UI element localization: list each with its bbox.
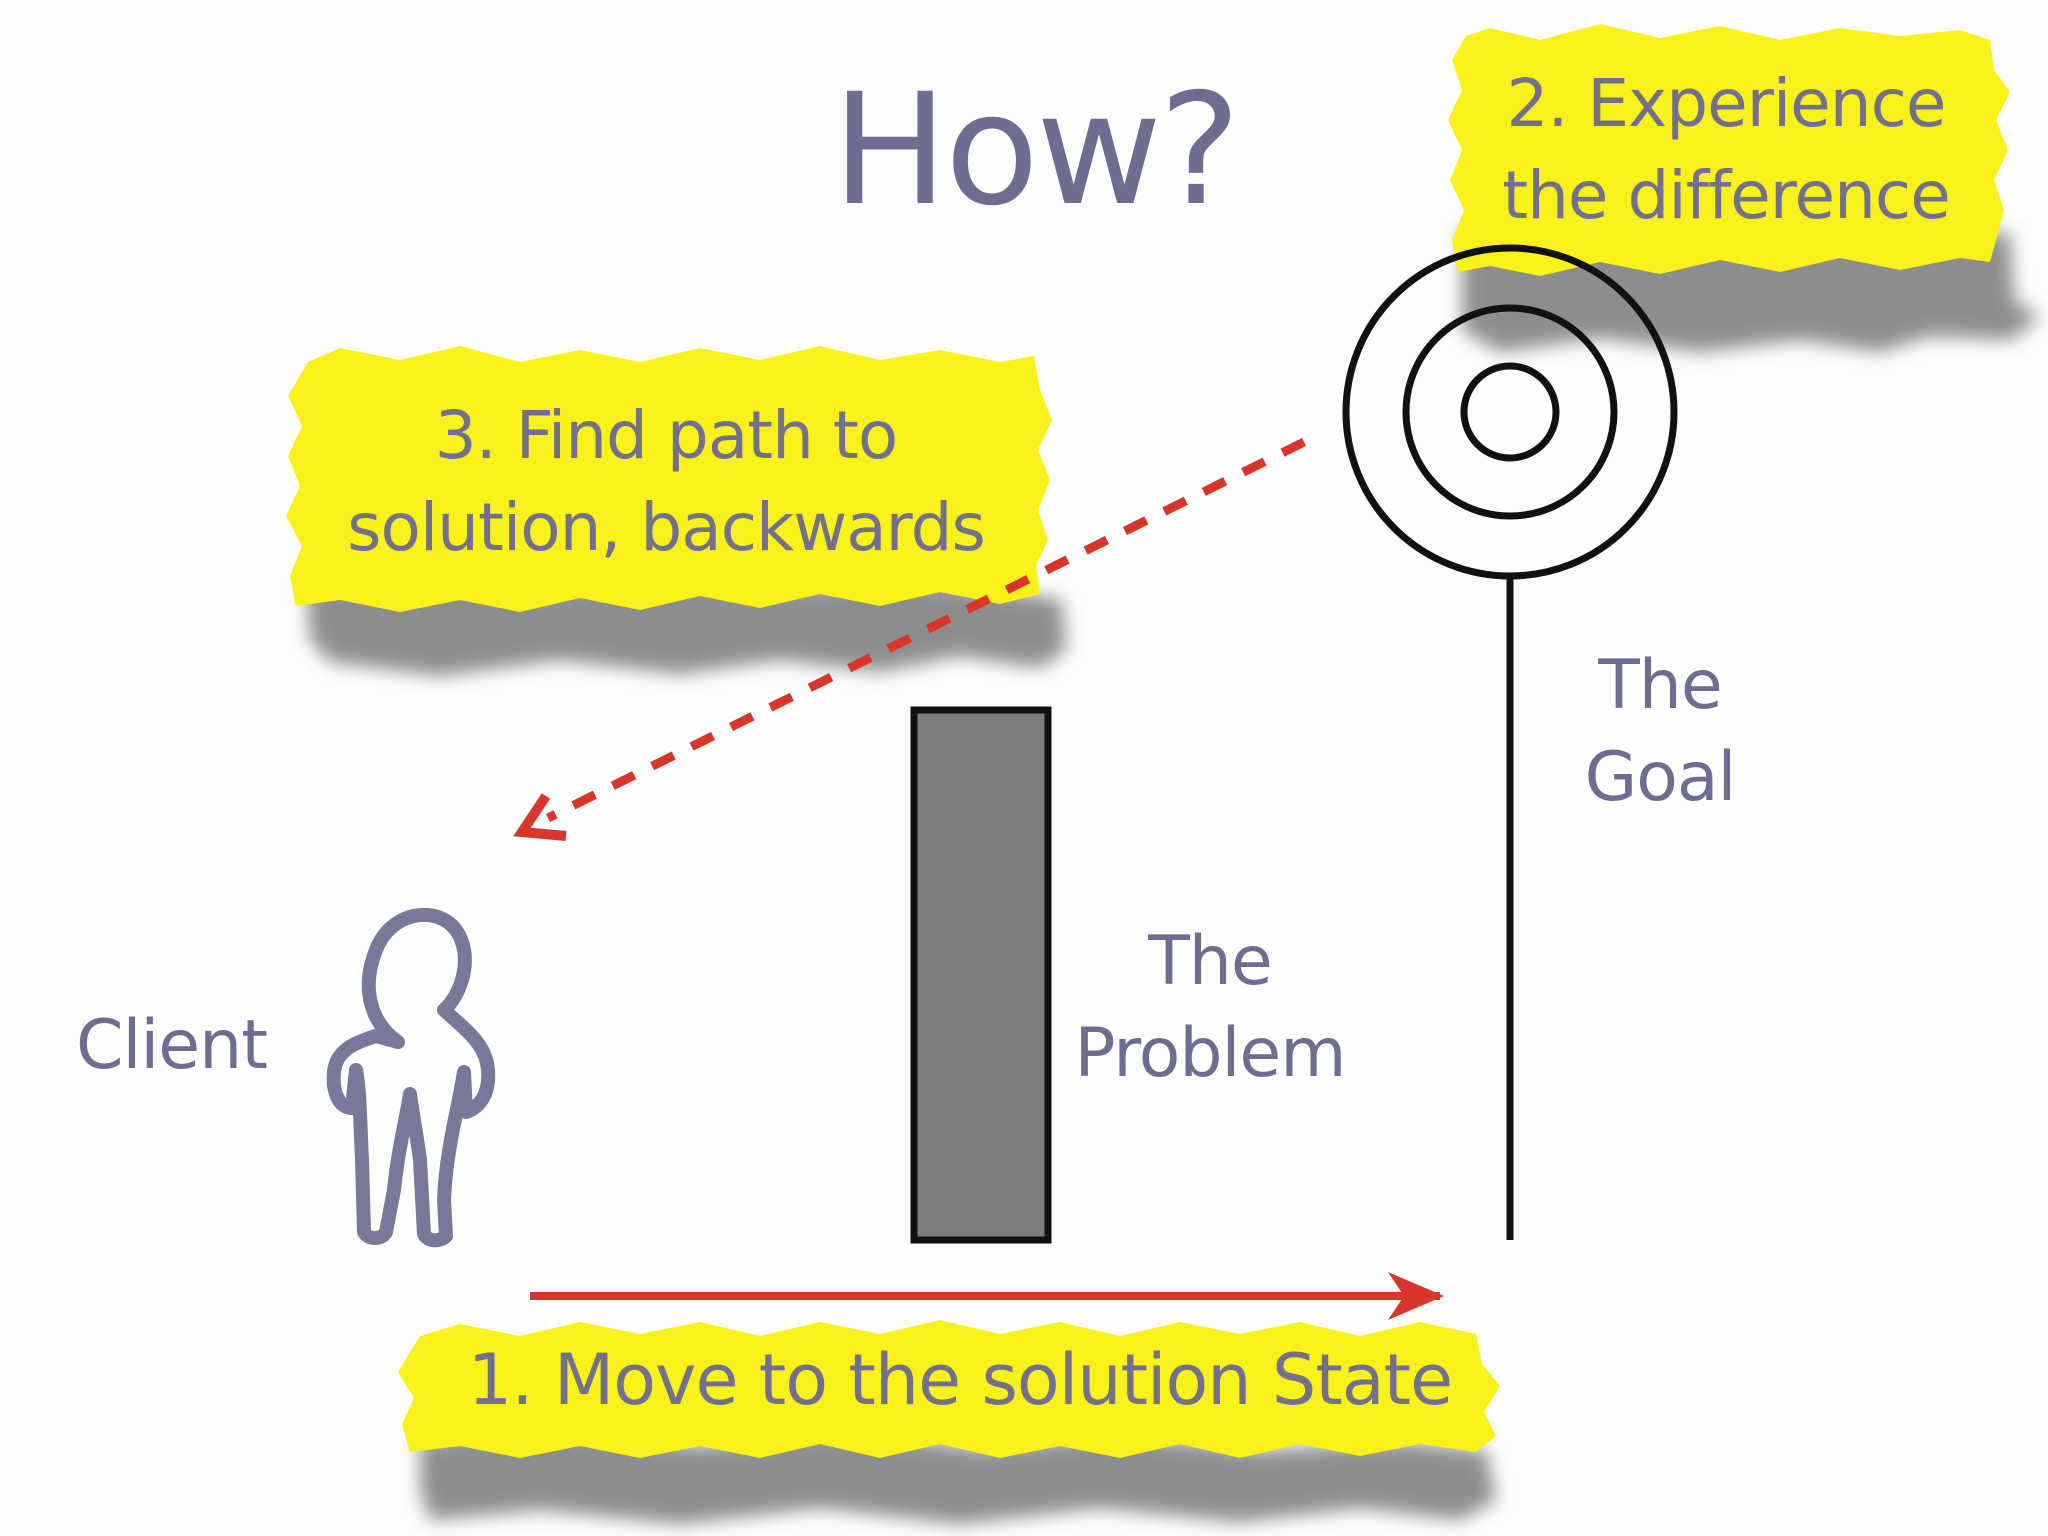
goal-label: The Goal: [1560, 640, 1760, 824]
note-move-solution: 1. Move to the solution State: [467, 1339, 1453, 1421]
target-inner-ring: [1460, 362, 1560, 462]
problem-label-line-1: The: [1148, 922, 1272, 1001]
slide-title: How?: [832, 61, 1241, 240]
highlight-experience: [1448, 24, 2010, 276]
problem-label: The Problem: [1060, 916, 1360, 1100]
highlight-move: [398, 1320, 1500, 1458]
backward-path-arrowhead: [513, 793, 567, 841]
goal-label-line-2: Goal: [1584, 738, 1737, 817]
problem-label-line-2: Problem: [1074, 1014, 1346, 1093]
note-experience-line-2: the difference: [1502, 157, 1951, 234]
client-person-icon: [326, 907, 496, 1248]
goal-label-line-1: The: [1598, 646, 1722, 725]
note-find-path: 3. Find path to solution, backwards: [286, 390, 1046, 574]
note-experience-line-1: 2. Experience: [1506, 65, 1946, 142]
move-arrowhead: [1388, 1272, 1444, 1320]
note-find-path-line-2: solution, backwards: [347, 489, 986, 566]
note-find-path-line-1: 3. Find path to: [434, 397, 898, 474]
highlights: [286, 24, 2010, 1458]
backward-path-arrow: [545, 437, 1307, 823]
client-label: Client: [76, 1006, 268, 1085]
problem-bar: [910, 706, 1052, 1244]
highlight-find-path: [286, 346, 1052, 612]
note-experience-difference: 2. Experience the difference: [1446, 58, 2006, 242]
target-middle-ring: [1402, 304, 1618, 520]
target-icon: [1342, 244, 1678, 1240]
